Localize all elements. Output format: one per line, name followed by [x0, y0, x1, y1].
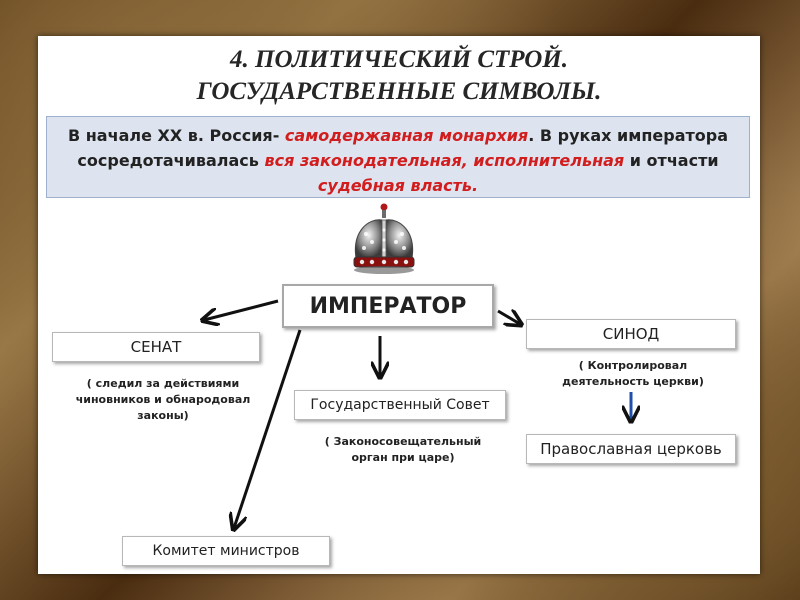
slide: 4. ПОЛИТИЧЕСКИЙ СТРОЙ. ГОСУДАРСТВЕННЫЕ С…	[38, 36, 760, 574]
imperial-crown-icon	[353, 203, 415, 274]
title-line-2: ГОСУДАРСТВЕННЫЕ СИМВОЛЫ.	[196, 78, 602, 105]
intro-highlight-powers: вся законодательная, исполнительная	[264, 151, 625, 170]
connector-arrows	[38, 299, 760, 574]
intro-part-1: В начале XX в. Россия-	[67, 126, 285, 145]
intro-part-3: и отчасти	[624, 151, 719, 170]
senate-node: СЕНАТ	[52, 332, 260, 362]
arrow-to-synod	[497, 311, 520, 324]
arrow-to-senate	[204, 299, 279, 320]
emperor-node: ИМПЕРАТОР	[282, 284, 494, 328]
intro-part-2: . В руках императора сосредотачивалась	[77, 126, 729, 170]
title-line-1: 4. ПОЛИТИЧЕСКИЙ СТРОЙ.	[230, 46, 568, 73]
arrow-to-ministers	[234, 329, 302, 528]
slide-title: 4. ПОЛИТИЧЕСКИЙ СТРОЙ. ГОСУДАРСТВЕННЫЕ С…	[38, 44, 760, 108]
senate-description: ( следил за действиями чиновников и обна…	[75, 377, 251, 422]
orthodox-church-node: Православная церковь	[526, 434, 736, 464]
state-council-node: Государственный Совет	[294, 390, 506, 420]
intro-highlight-judicial: судебная власть.	[317, 176, 479, 195]
synod-description: ( Контролировал деятельность церкви)	[562, 359, 704, 388]
intro-highlight-monarchy: самодержавная монархия	[284, 126, 529, 145]
state-council-description: ( Законосовещательный орган при царе)	[324, 435, 482, 464]
intro-text-box: В начале XX в. Россия- самодержавная мон…	[46, 116, 750, 198]
committee-of-ministers-node: Комитет министров	[122, 536, 330, 566]
synod-node: СИНОД	[526, 319, 736, 349]
